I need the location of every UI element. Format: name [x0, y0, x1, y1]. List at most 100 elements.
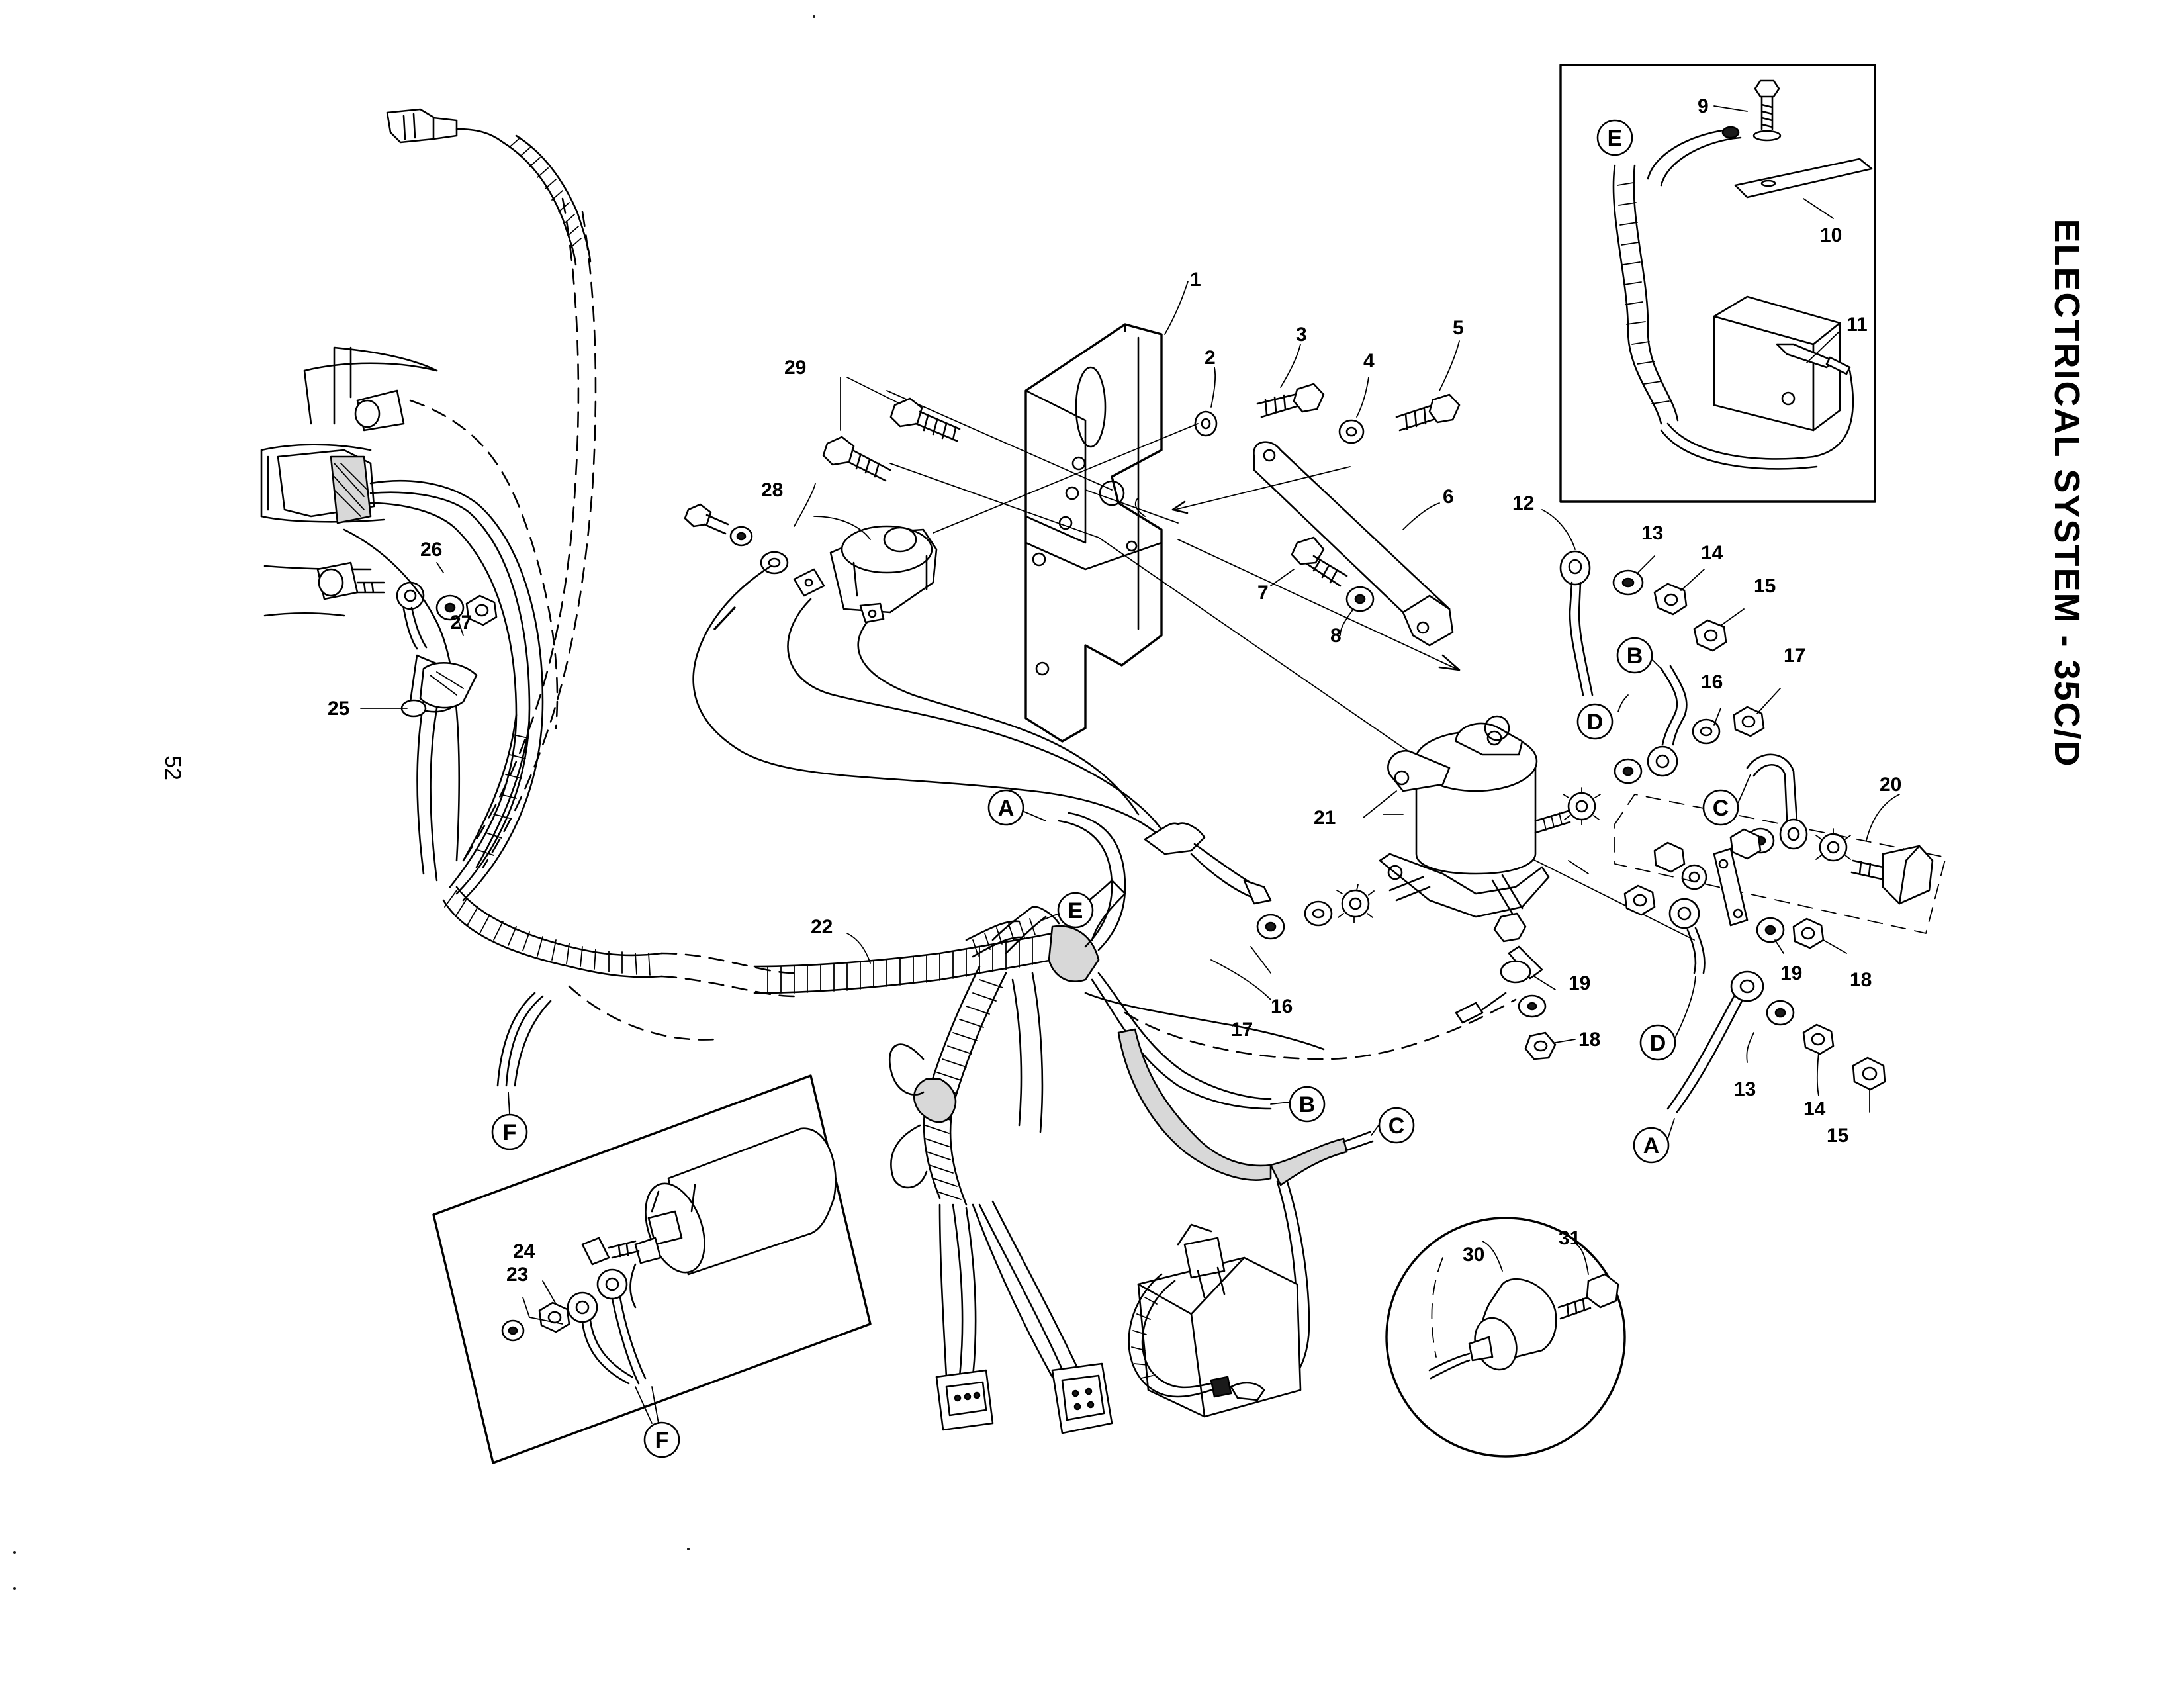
callout-23: 23: [506, 1264, 528, 1286]
coil-wires: [692, 565, 1173, 849]
e-branch-tube: [965, 906, 1060, 958]
engine-wires: [343, 197, 597, 902]
small-lead-18-19: [1455, 992, 1507, 1024]
callout-1: 1: [1190, 269, 1201, 291]
inset-capacitor-detail: [1385, 1217, 1626, 1458]
scan-specks: [13, 15, 815, 1590]
hardware-2-5: [1194, 383, 1461, 444]
lead-d-lower: [1623, 884, 1825, 974]
connector-b-upper: B: [1616, 637, 1653, 674]
page-number: 52: [160, 755, 185, 780]
callout-18-right: 18: [1850, 969, 1872, 991]
callout-16-upper: 16: [1701, 671, 1723, 693]
callout-18-lower: 18: [1578, 1029, 1600, 1051]
main-harness-22: [442, 886, 1054, 1041]
svg-text:D: D: [1650, 1031, 1666, 1056]
a-branch-wires: [1058, 812, 1126, 951]
svg-text:A: A: [998, 796, 1015, 821]
callout-16-lower: 16: [1271, 996, 1293, 1017]
connector-c-lower: C: [1378, 1107, 1415, 1144]
inset-sensor-detail: [1559, 64, 1876, 503]
callout-17-upper: 17: [1784, 645, 1805, 667]
callout-8: 8: [1330, 625, 1342, 647]
callout-10: 10: [1820, 224, 1842, 246]
connector-e-harness: E: [1057, 892, 1094, 929]
connector-d-lower: D: [1639, 1024, 1676, 1061]
callout-4: 4: [1363, 350, 1375, 372]
callout-13-lower: 13: [1734, 1078, 1756, 1100]
connector-e-inset: E: [1596, 119, 1633, 156]
callout-17-lower: 17: [1231, 1019, 1253, 1041]
connector-f-inset: F: [643, 1421, 680, 1458]
callout-28: 28: [761, 479, 783, 501]
callout-20: 20: [1880, 774, 1901, 796]
box-20-group: [1614, 753, 1946, 934]
fasteners-near-28: [684, 503, 789, 575]
screw-7-washer-8: [1291, 536, 1375, 612]
solenoid-21: [1379, 715, 1601, 918]
inset-starter-detail: [432, 1074, 872, 1464]
bolt-9: [1752, 79, 1782, 142]
callout-3: 3: [1296, 324, 1307, 346]
svg-text:F: F: [655, 1428, 669, 1453]
svg-text:D: D: [1587, 710, 1604, 735]
bracket-1: [1024, 323, 1163, 743]
callout-27: 27: [450, 612, 472, 633]
svg-text:B: B: [1299, 1092, 1316, 1117]
svg-text:E: E: [1068, 898, 1083, 923]
connector-b-lower: B: [1289, 1086, 1326, 1123]
lead-b: [1614, 665, 1765, 784]
sensor-block-11: [1713, 295, 1851, 432]
diagram-title: ELECTRICAL SYSTEM - 35C/D: [2047, 218, 2087, 767]
solenoid-hardware: [1493, 912, 1557, 1060]
f-lead: [496, 992, 552, 1087]
left-corrugated-tube: [462, 714, 531, 868]
connector-d-upper: D: [1576, 703, 1614, 740]
callout-12: 12: [1512, 492, 1534, 514]
leader-lines: [360, 281, 1900, 1318]
callout-30: 30: [1463, 1244, 1484, 1266]
strap-6: [1253, 441, 1454, 647]
callout-13-upper: 13: [1641, 522, 1663, 544]
callout-5: 5: [1453, 317, 1464, 339]
callout-9: 9: [1698, 95, 1709, 117]
callout-19-right: 19: [1780, 962, 1802, 984]
svg-text:F: F: [503, 1120, 517, 1145]
callout-31: 31: [1559, 1227, 1580, 1249]
callout-11: 11: [1846, 314, 1868, 336]
bar-10: [1734, 158, 1873, 199]
connector-c-upper: C: [1702, 789, 1739, 826]
switch-28: [793, 525, 938, 624]
callout-15-lower: 15: [1827, 1125, 1848, 1147]
assembly-lines: [886, 390, 1695, 941]
svg-text:E: E: [1608, 126, 1623, 151]
svg-text:B: B: [1627, 643, 1643, 669]
svg-text:C: C: [1713, 796, 1729, 821]
callout-7: 7: [1257, 582, 1269, 604]
boot-25: [400, 661, 478, 718]
callout-29: 29: [784, 357, 806, 379]
callout-15-upper: 15: [1754, 575, 1776, 597]
junction-wires: [1144, 822, 1375, 940]
top-plug-harness: [386, 108, 592, 266]
callout-22: 22: [811, 916, 833, 938]
callout-14-upper: 14: [1701, 542, 1723, 564]
connector-a-upper: A: [987, 789, 1024, 826]
callout-6: 6: [1443, 486, 1454, 508]
control-unit: [1128, 1223, 1302, 1418]
callout-24: 24: [513, 1241, 535, 1262]
part-number-callouts: 1 2 3 4 5 6 7 8 9 10 11 12 13 14 15 16 1…: [328, 95, 1901, 1286]
callout-25: 25: [328, 698, 349, 720]
inset-harness: [1612, 126, 1854, 470]
engine-block-area: [260, 346, 498, 713]
connector-f-harness: F: [491, 1113, 528, 1150]
callout-14-lower: 14: [1803, 1098, 1826, 1120]
connector-a-lower: A: [1633, 1127, 1670, 1164]
bolts-29: [822, 397, 961, 482]
svg-text:C: C: [1388, 1113, 1405, 1139]
lower-loom: [888, 965, 1113, 1434]
callout-21: 21: [1314, 807, 1336, 829]
connector-letters: A E E D B C D A: [491, 119, 1751, 1458]
svg-text:A: A: [1643, 1133, 1660, 1158]
